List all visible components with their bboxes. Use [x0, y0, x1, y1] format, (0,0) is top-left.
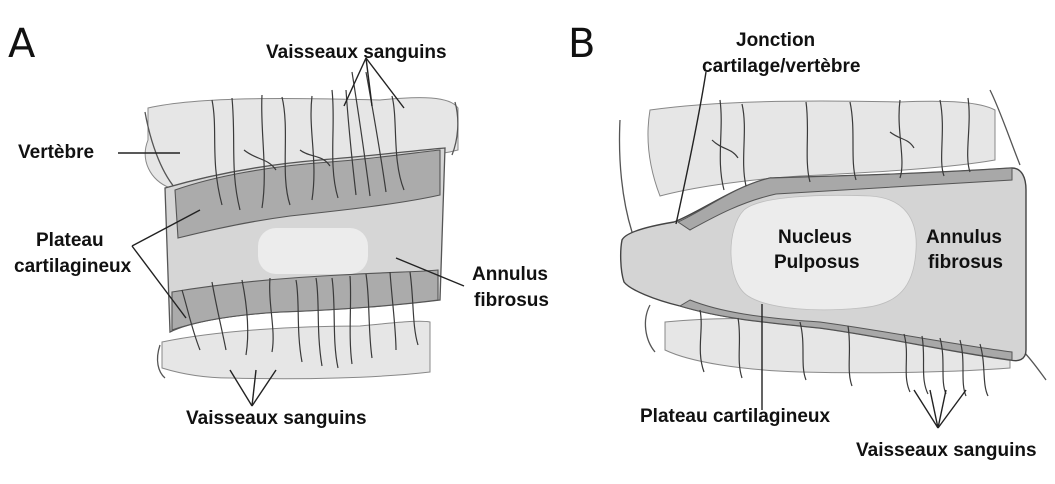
- panel-a-label-vessels-bottom: Vaisseaux sanguins: [186, 408, 367, 429]
- panel-a-label-vessels-top: Vaisseaux sanguins: [266, 42, 447, 63]
- panel-a-label-annulus-1: Annulus: [472, 264, 548, 285]
- panel-a-label-endplate-1: Plateau: [36, 230, 104, 251]
- panel-b: B: [568, 21, 1046, 461]
- panel-b-label-nucleus-1: Nucleus: [778, 227, 852, 248]
- panel-b-letter: B: [568, 21, 595, 67]
- panel-b-label-annulus-2: fibrosus: [928, 252, 1003, 273]
- panel-a-letter: A: [8, 21, 36, 67]
- panel-b-label-endplate: Plateau cartilagineux: [640, 406, 831, 427]
- panel-a-leader-vessels-top-1: [344, 58, 366, 106]
- panel-b-label-nucleus-2: Pulposus: [774, 252, 860, 273]
- panel-a-nucleus: [258, 228, 368, 274]
- panel-b-label-annulus-1: Annulus: [926, 227, 1002, 248]
- panel-a: A: [8, 21, 549, 429]
- panel-b-label-vessels: Vaisseaux sanguins: [856, 440, 1037, 461]
- panel-b-label-junction-1: Jonction: [736, 30, 815, 51]
- panel-a-label-annulus-2: fibrosus: [474, 290, 549, 311]
- panel-a-label-vertebra: Vertèbre: [18, 142, 94, 163]
- panel-a-label-endplate-2: cartilagineux: [14, 256, 132, 277]
- panel-a-lower-vertebra: [162, 321, 430, 379]
- panel-b-label-junction-2: cartilage/vertèbre: [702, 56, 860, 77]
